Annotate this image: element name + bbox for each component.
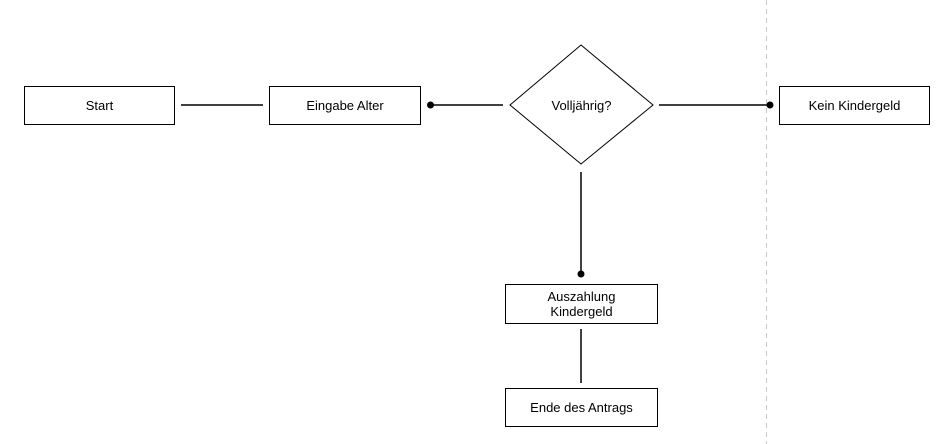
payout-label-line1: Auszahlung	[547, 289, 616, 304]
no-benefit-label: Kein Kindergeld	[808, 98, 901, 113]
start-node[interactable]: Start	[24, 86, 175, 125]
connector-endpoint-dot	[427, 101, 434, 109]
connector-endpoint-dot	[577, 270, 585, 278]
payout-label-line2: Kindergeld	[550, 304, 613, 319]
end-node[interactable]: Ende des Antrags	[505, 388, 658, 427]
start-label: Start	[85, 98, 114, 113]
no-benefit-node[interactable]: Kein Kindergeld	[779, 86, 930, 125]
input-age-label: Eingabe Alter	[306, 98, 384, 113]
input-age-node[interactable]: Eingabe Alter	[269, 86, 421, 125]
decision-label: Volljährig?	[551, 97, 612, 113]
decision-diamond[interactable]	[509, 44, 654, 165]
end-label: Ende des Antrags	[530, 400, 633, 415]
decision-label-box: Volljährig?	[510, 92, 653, 118]
connector-endpoint-dot	[766, 101, 774, 109]
payout-node[interactable]: Auszahlung Kindergeld	[505, 284, 658, 324]
